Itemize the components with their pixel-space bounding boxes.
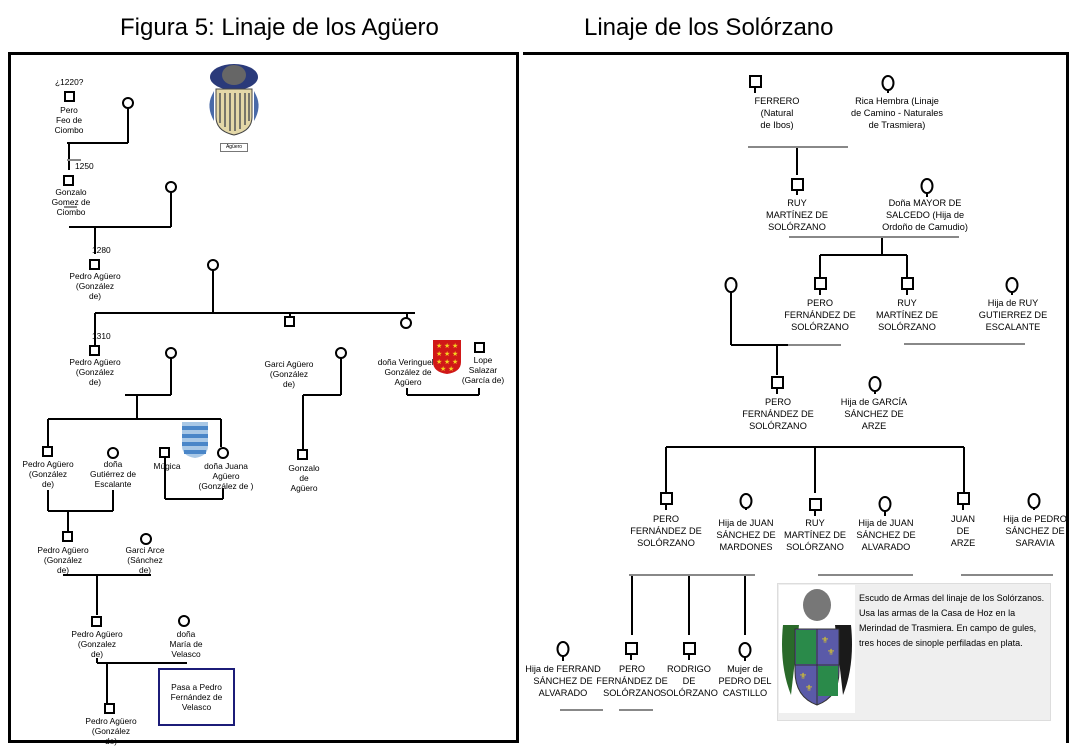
male-symbol: [284, 316, 295, 327]
male-symbol: [62, 531, 73, 542]
male-symbol: [64, 91, 75, 102]
female-symbol: [165, 347, 177, 359]
person-garci-arce: Garci Arce (Sánchez de): [125, 545, 165, 575]
svg-text:★: ★: [436, 358, 442, 366]
person-garci-aguero: Garci Agüero (González de): [264, 359, 314, 389]
male-symbol: [63, 175, 74, 186]
male-symbol: [89, 345, 100, 356]
solorzano-tree-lines: [556, 75, 1053, 711]
person-ruy-martinez: RUY MARTÍNEZ DE SOLÓRZANO: [783, 518, 847, 552]
person-ferrero: FERRERO (Natural de Ibos): [754, 96, 800, 130]
aguero-coat-of-arms: [209, 64, 259, 136]
person-lope-salazar: Lope Salazar (García de): [461, 355, 505, 385]
person-mujer-pedro-castillo: Mujer de PEDRO DEL CASTILLO: [718, 664, 772, 698]
svg-text:⚜: ⚜: [799, 672, 807, 682]
year-label: 1250: [75, 161, 94, 171]
person-hija-juan-sanchez: Hija de JUAN SÁNCHEZ DE ALVARADO: [856, 518, 916, 552]
female-symbol: [165, 181, 177, 193]
male-symbol: [89, 259, 100, 270]
person-pedro-aguero: Pedro Agüero (González de): [37, 545, 89, 575]
svg-text:★: ★: [452, 358, 458, 366]
female-symbol: [107, 447, 119, 459]
svg-text:★: ★: [440, 365, 446, 373]
person-dona-gutierrez: doña Gutiérrez de Escalante: [89, 459, 137, 489]
coat-of-arms-description: Escudo de Armas del linaje de los Solórz…: [859, 593, 1045, 648]
person-hija-garcia-sanchez: Hija de GARCÍA SÁNCHEZ DE ARZE: [840, 397, 908, 431]
female-symbol: [178, 615, 190, 627]
svg-text:★: ★: [436, 350, 442, 358]
year-label: 1310: [92, 331, 111, 341]
solorzano-coat-of-arms: ⚜ ⚜ ⚜ ⚜: [779, 585, 855, 713]
person-mugica: Múgica: [153, 461, 181, 471]
svg-text:★: ★: [444, 342, 450, 350]
female-symbol: [217, 447, 229, 459]
person-pedro-aguero: Pedro Agüero (González de): [85, 716, 137, 746]
person-hija-juan-sanchez: Hija de JUAN SÁNCHEZ DE MARDONES: [716, 518, 776, 552]
mugica-shield: [182, 422, 208, 458]
person-pedro-aguero: Pedro Agüero (Gonzalez de): [71, 629, 123, 659]
person-pedro-aguero: Pedro Agüero (González de): [22, 459, 74, 489]
person-hija-ruy-gutierrez: Hija de RUY GUTIERREZ DE ESCALANTE: [978, 298, 1048, 332]
svg-text:⚜: ⚜: [821, 636, 829, 646]
aguero-lineage-panel: ¿1220? 1250 1280 1310 Pero Feo de Ciombo…: [8, 52, 519, 746]
male-symbol: [104, 703, 115, 714]
person-gonzalo-aguero: Gonzalo de Agüero: [288, 463, 320, 493]
male-symbol: [91, 616, 102, 627]
male-symbol: [474, 342, 485, 353]
svg-text:★: ★: [436, 342, 442, 350]
male-symbol: [297, 449, 308, 460]
year-label: ¿1220?: [55, 77, 84, 87]
female-symbol: [400, 317, 412, 329]
pass-to-box: Pasa a Pedro Fernández de Velasco: [158, 668, 235, 726]
person-pero-fernandez: PERO FERNÁNDEZ DE SOLÓRZANO: [630, 514, 702, 548]
svg-text:★: ★: [452, 342, 458, 350]
person-juan-arze: JUAN DE ARZE: [950, 514, 976, 548]
person-ruy-martinez: RUY MARTÍNEZ DE SOLÓRZANO: [875, 298, 939, 332]
svg-text:★: ★: [444, 358, 450, 366]
year-label: 1280: [92, 245, 111, 255]
female-symbol: [207, 259, 219, 271]
person-pero-fernandez: PERO FERNÁNDEZ DE SOLÓRZANO: [596, 664, 668, 698]
svg-text:★: ★: [444, 350, 450, 358]
male-symbol: [42, 446, 53, 457]
salazar-shield: ★★★ ★★★ ★★★ ★★: [433, 340, 461, 374]
male-symbol: [159, 447, 170, 458]
svg-text:⚜: ⚜: [805, 684, 813, 694]
person-rodrigo: RODRIGO DE SOLÓRZANO: [660, 664, 718, 698]
person-dona-veringuela: doña Veringuela González de Agüero: [377, 357, 439, 387]
person-pedro-aguero: Pedro Agüero (González de): [69, 271, 121, 301]
left-caption: Figura 5: Linaje de los Agüero: [120, 14, 439, 41]
svg-text:★: ★: [452, 350, 458, 358]
svg-text:⚜: ⚜: [827, 648, 835, 658]
person-dona-maria: doña María de Velasco: [169, 629, 203, 659]
crest-caption: Agüero: [220, 143, 248, 152]
female-symbol: [140, 533, 152, 545]
person-dona-juana: doña Juana Agüero (González de ): [198, 461, 254, 491]
person-mayor-salcedo: Doña MAYOR DE SALCEDO (Hija de Ordoño de…: [882, 198, 968, 232]
female-symbol: [122, 97, 134, 109]
female-symbol: [335, 347, 347, 359]
person-hija-pedro-sanchez: Hija de PEDRO SÁNCHEZ DE SARAVIA: [1003, 514, 1067, 548]
right-caption: Linaje de los Solórzano: [584, 14, 834, 41]
person-rica-hembra: Rica Hembra (Linaje de Camino - Naturale…: [851, 96, 943, 130]
person-gonzalo-gomez: Gonzalo Gomez de Ciombo: [51, 187, 91, 217]
person-pero-feo: Pero Feo de Ciombo: [54, 105, 84, 135]
person-pero-fernandez: PERO FERNÁNDEZ DE SOLÓRZANO: [742, 397, 814, 431]
aguero-tree-lines: [42, 91, 485, 714]
svg-text:★: ★: [448, 365, 454, 373]
person-ruy-martinez: RUY MARTÍNEZ DE SOLÓRZANO: [765, 198, 829, 232]
person-hija-ferrand: Hija de FERRAND SÁNCHEZ DE ALVARADO: [525, 664, 601, 698]
person-pero-fernandez: PERO FERNÁNDEZ DE SOLÓRZANO: [784, 298, 856, 332]
person-pedro-aguero: Pedro Agüero (González de): [69, 357, 121, 387]
solorzano-lineage-panel: FERRERO (Natural de Ibos) Rica Hembra (L…: [523, 52, 1069, 743]
